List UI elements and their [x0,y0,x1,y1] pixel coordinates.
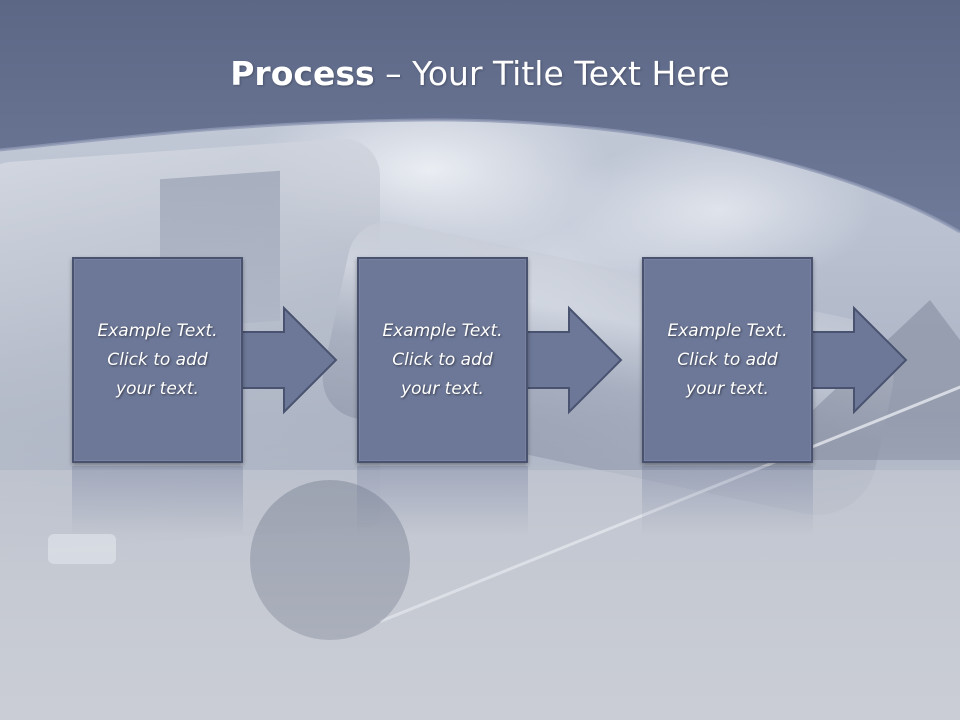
step-3-text: Example Text. Click to add your text. [667,320,788,399]
title-regular-part: – Your Title Text Here [374,54,730,93]
right-arrow-icon [807,305,908,415]
road-shape [0,470,960,720]
process-step-3[interactable]: Example Text. Click to add your text. [642,257,813,463]
header-band [0,0,960,234]
page-title[interactable]: Process – Your Title Text Here [0,52,960,96]
step-1-reflection [72,466,243,536]
step-2-text: Example Text. Click to add your text. [382,320,503,399]
headlight-shape [48,534,116,564]
process-step-2[interactable]: Example Text. Click to add your text. [357,257,528,463]
right-arrow-icon [237,305,338,415]
process-step-1[interactable]: Example Text. Click to add your text. [72,257,243,463]
step-3-reflection [642,466,813,536]
wheel-shape [250,480,410,640]
title-bold-part: Process [230,54,375,93]
right-arrow-icon [522,305,623,415]
step-1-text: Example Text. Click to add your text. [97,320,218,399]
step-2-reflection [357,466,528,536]
